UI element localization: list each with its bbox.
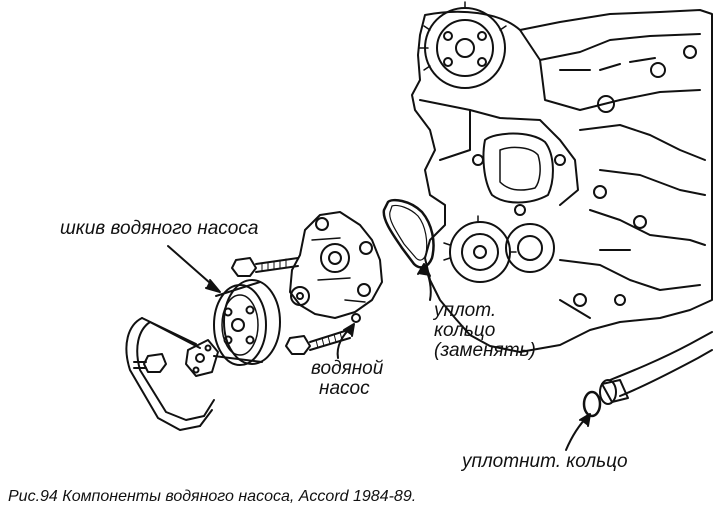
water-pump bbox=[289, 211, 383, 323]
pump-bolt-upper bbox=[231, 257, 299, 277]
belt-bolt bbox=[133, 353, 167, 373]
label-gasket-line-1: уплот. bbox=[434, 300, 497, 321]
label-pump-pulley: шкив водяного насоса bbox=[60, 218, 259, 239]
spacer-plate bbox=[185, 339, 219, 377]
figure-caption: Рис.94 Компоненты водяного насоса, Accor… bbox=[8, 488, 417, 505]
label-water-pump: водяной насос bbox=[311, 359, 383, 399]
engine-block bbox=[411, 1, 713, 353]
label-gasket: уплот. кольцо (заменять) bbox=[434, 301, 536, 361]
coolant-hose bbox=[599, 331, 713, 405]
leader-lines bbox=[167, 245, 591, 451]
label-gasket-line-3: (заменять) bbox=[434, 340, 536, 361]
gasket-ring bbox=[382, 198, 435, 269]
label-pump-line-1: водяной bbox=[311, 358, 384, 379]
label-o-ring: уплотнит. кольцо bbox=[462, 451, 628, 472]
label-gasket-line-2: кольцо bbox=[434, 320, 496, 341]
water-pump-pulley bbox=[213, 279, 281, 366]
pump-bolt-lower bbox=[285, 329, 351, 355]
drive-belt bbox=[125, 317, 215, 431]
hose-oring bbox=[582, 390, 602, 418]
label-pump-line-2: насос bbox=[319, 378, 370, 399]
